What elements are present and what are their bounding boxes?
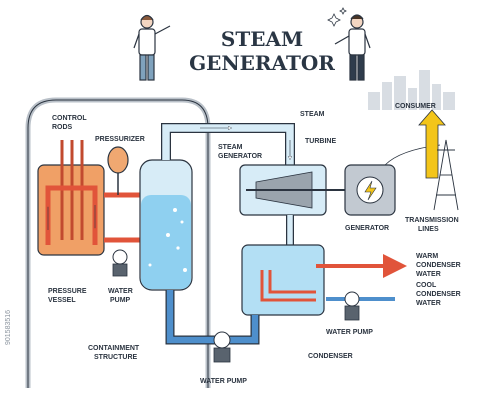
watermark-id: 901583516 bbox=[5, 310, 12, 345]
label-cool-condenser-3: WATER bbox=[416, 300, 441, 307]
label-pressure-vessel-2: VESSEL bbox=[48, 297, 76, 304]
label-turbine: TURBINE bbox=[305, 138, 336, 145]
condenser-coils bbox=[260, 270, 316, 302]
title-line-1: STEAM bbox=[221, 27, 303, 51]
title-line-2: GENERATOR bbox=[189, 51, 335, 75]
label-transmission-lines-1: TRANSMISSION bbox=[405, 217, 459, 224]
pump-icon bbox=[344, 291, 360, 307]
label-cool-condenser-2: CONDENSER bbox=[416, 291, 461, 298]
condenser bbox=[241, 244, 325, 316]
person-left-icon bbox=[133, 14, 171, 81]
label-cool-condenser-1: COOL bbox=[416, 282, 437, 289]
pump-icon bbox=[213, 331, 231, 363]
label-warm-condenser-2: CONDENSER bbox=[416, 262, 461, 269]
city-skyline-icon bbox=[368, 70, 455, 110]
lightning-icon bbox=[364, 180, 377, 201]
label-water-pump-left-2: PUMP bbox=[110, 297, 131, 304]
label-control-rods-2: RODS bbox=[52, 124, 73, 131]
label-condenser: CONDENSER bbox=[308, 353, 353, 360]
pump-icon bbox=[112, 249, 128, 277]
turbine bbox=[246, 171, 336, 209]
label-transmission-lines-2: LINES bbox=[418, 226, 439, 233]
person-right-icon bbox=[334, 14, 371, 81]
label-water-pump-left-1: WATER bbox=[108, 288, 133, 295]
pressurizer bbox=[107, 146, 129, 174]
label-water-pump-bottom: WATER PUMP bbox=[200, 378, 247, 385]
label-steam-generator-1: STEAM bbox=[218, 144, 243, 151]
label-containment-2: STRUCTURE bbox=[94, 354, 137, 361]
sparkle-icon bbox=[327, 7, 347, 27]
label-warm-condenser-1: WARM bbox=[416, 253, 438, 260]
label-steam: STEAM bbox=[300, 111, 325, 118]
power-arrow bbox=[418, 109, 446, 179]
label-pressure-vessel-1: PRESSURE bbox=[48, 288, 87, 295]
label-consumer: CONSUMER bbox=[395, 103, 436, 110]
bubbles bbox=[148, 208, 187, 272]
label-control-rods-1: CONTROL bbox=[52, 115, 87, 122]
label-containment-1: CONTAINMENT bbox=[88, 345, 140, 352]
transmission-tower-icon bbox=[433, 139, 459, 211]
label-generator: GENERATOR bbox=[345, 225, 389, 232]
label-pressurizer: PRESSURIZER bbox=[95, 136, 145, 143]
label-water-pump-right: WATER PUMP bbox=[326, 329, 373, 336]
label-warm-condenser-3: WATER bbox=[416, 271, 441, 278]
label-steam-generator-2: GENERATOR bbox=[218, 153, 262, 160]
